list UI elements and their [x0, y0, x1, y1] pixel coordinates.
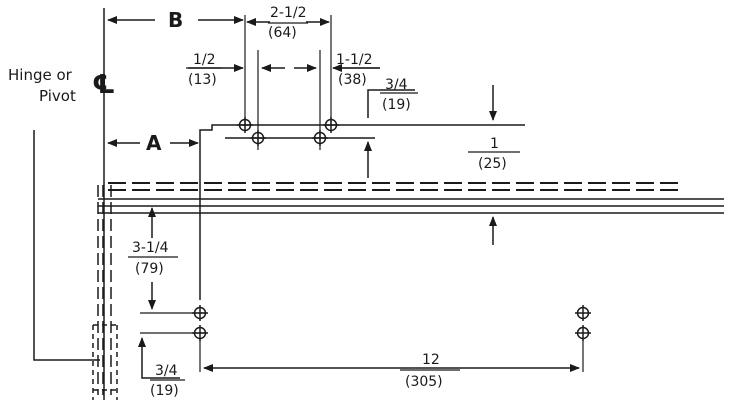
centerline-symbol: ℄: [92, 70, 115, 100]
mounting-hole: [575, 325, 591, 341]
dim-3-4-bottom-metric: (19): [150, 383, 179, 399]
dim-3-4-top-fraction: 3/4: [385, 77, 408, 93]
dim-1-fraction: 1: [490, 136, 499, 152]
dim-1-1-2-fraction: 1-1/2: [336, 52, 373, 68]
dim-2-1-2-metric: (64): [268, 25, 297, 41]
header-solid-lines: [98, 198, 724, 214]
dim-1-2-fraction: 1/2: [193, 52, 216, 68]
dim-3-1-4-fraction: 3-1/4: [132, 240, 169, 256]
frame-jamb-dashed: [92, 185, 118, 400]
fraction-bars: [128, 22, 520, 381]
mounting-hole: [323, 117, 339, 133]
dim-3-1-4-metric: (79): [135, 261, 164, 277]
dim-12-metric: (305): [405, 374, 443, 390]
dim-1-metric: (25): [478, 156, 507, 172]
header-dashed-lines: [108, 182, 682, 191]
dim-2-1-2-fraction: 2-1/2: [270, 5, 307, 21]
door-outline: [33, 130, 100, 361]
mounting-hole: [575, 305, 591, 321]
mounting-hole: [192, 305, 208, 321]
dimension-a-label: A: [146, 131, 162, 155]
dim-1-2-metric: (13): [188, 72, 217, 88]
mounting-hole: [312, 130, 328, 146]
dim-1-1-2-metric: (38): [338, 72, 367, 88]
mounting-hole: [250, 130, 266, 146]
bottom-extension-lines: [140, 312, 584, 372]
hinge-label-line1: Hinge or: [8, 66, 73, 84]
dimension-b-label: B: [168, 8, 183, 32]
dim-12-fraction: 12: [422, 352, 440, 368]
dim-3-4-top-metric: (19): [382, 97, 411, 113]
mounting-hole: [192, 325, 208, 341]
vertical-extension-lines: [244, 15, 332, 150]
mounting-hole: [237, 117, 253, 133]
hinge-label-line2: Pivot: [39, 87, 76, 105]
dim-3-4-bottom-fraction: 3/4: [155, 363, 178, 379]
